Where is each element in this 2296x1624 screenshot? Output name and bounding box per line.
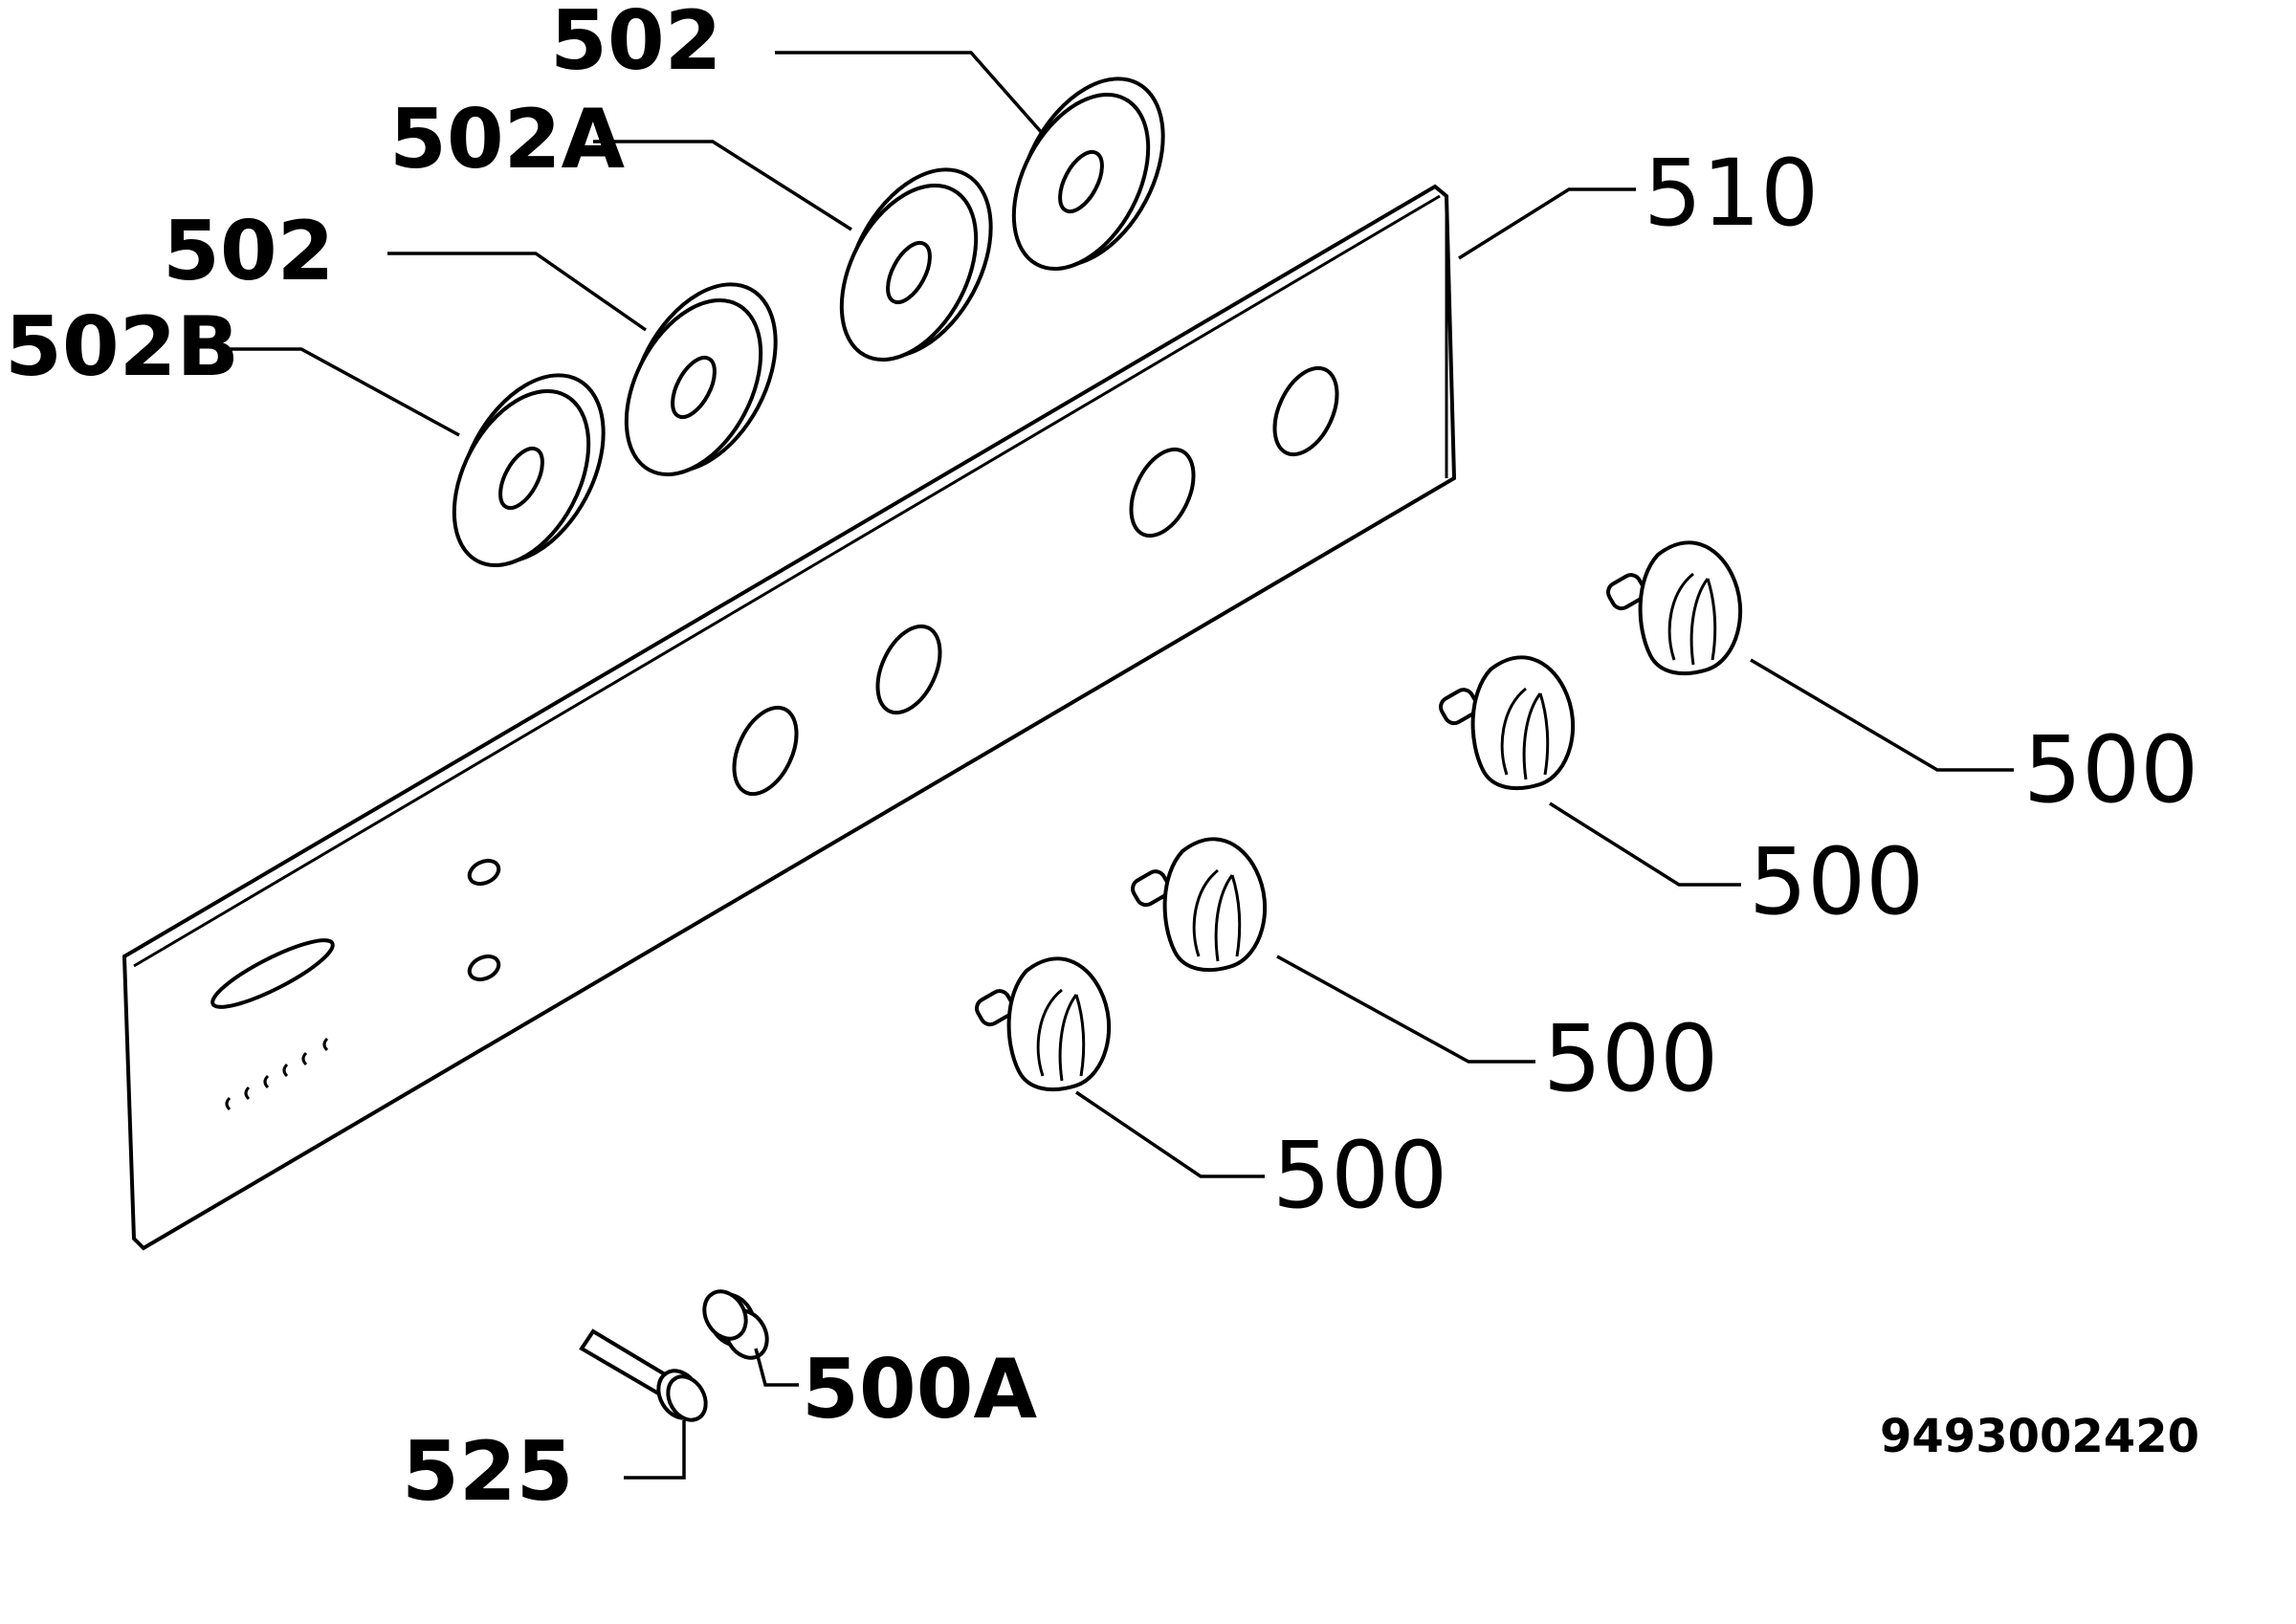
washer-502b — [452, 373, 606, 567]
label-500-3: 500 — [1543, 1005, 1718, 1112]
label-500-1: 500 — [2023, 716, 2198, 823]
leader-lines — [220, 51, 2014, 1480]
panel-hole — [875, 624, 942, 715]
knob-500-1 — [1606, 540, 1743, 676]
panel-hole — [1129, 447, 1196, 538]
label-500a: 500A — [802, 1342, 1038, 1437]
label-502b: 502B — [5, 299, 239, 395]
knob-500-4 — [975, 956, 1112, 1092]
spring-500a — [702, 1289, 769, 1360]
panel-hole — [1272, 365, 1339, 457]
washer-502-top — [1011, 77, 1165, 271]
washer-502-mid — [624, 282, 778, 476]
panel-display-window — [210, 938, 335, 1009]
washer-502a — [839, 167, 993, 362]
label-525: 525 — [402, 1424, 574, 1520]
screw-525 — [579, 1328, 708, 1422]
label-502-top: 502 — [550, 0, 722, 89]
label-502a: 502A — [389, 92, 626, 187]
panel-hole — [732, 705, 799, 797]
label-500-4: 500 — [1272, 1122, 1447, 1229]
panel-indicator-marks — [225, 1037, 329, 1111]
panel-small-hole — [467, 954, 501, 982]
label-510: 510 — [1644, 140, 1819, 247]
knob-500-2 — [1439, 655, 1576, 791]
panel-small-hole — [467, 858, 501, 887]
knob-500-3 — [1131, 837, 1268, 973]
label-502-mid: 502 — [163, 204, 335, 299]
label-500-2: 500 — [1749, 828, 1924, 935]
control-panel — [121, 184, 1457, 1251]
drawing-number: 9493002420 — [1880, 1410, 2199, 1463]
